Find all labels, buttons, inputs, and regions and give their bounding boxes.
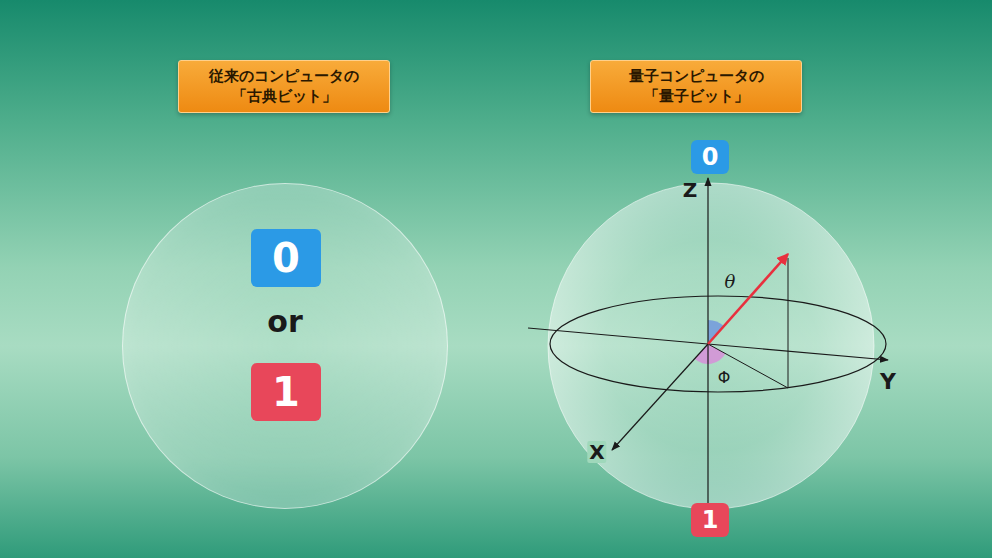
z-axis <box>707 178 708 503</box>
x-axis <box>612 344 708 450</box>
classical-bit-sphere: or 0 1 <box>122 183 448 509</box>
node-text: 0 <box>272 234 300 282</box>
axis-label: Z <box>683 179 698 201</box>
one-state-box: 1 <box>691 503 729 537</box>
equator-ellipse <box>550 296 886 392</box>
sphere-outline <box>548 183 874 509</box>
zero-state-box: 0 <box>251 229 321 287</box>
axis-label: Y <box>880 370 896 394</box>
heading-box: 量子コンピュータの 「量子ビット」 <box>590 60 802 113</box>
angle-label: Φ <box>718 369 731 387</box>
angle-label: θ <box>725 272 736 292</box>
node-text: 0 <box>702 142 719 172</box>
state-vector <box>708 254 788 344</box>
projection-line <box>788 258 789 388</box>
node-text: 従来のコンピュータの 「古典ビット」 <box>189 67 379 106</box>
zero-state-box: 0 <box>691 140 729 174</box>
one-state-box: 1 <box>251 363 321 421</box>
axis-label: X <box>587 441 606 463</box>
node-text: 1 <box>272 368 300 416</box>
node-text: or <box>123 302 447 342</box>
projection-line <box>708 344 788 388</box>
node-text: 量子コンピュータの 「量子ビット」 <box>601 67 791 106</box>
node-text: 1 <box>702 505 719 535</box>
heading-box: 従来のコンピュータの 「古典ビット」 <box>178 60 390 113</box>
